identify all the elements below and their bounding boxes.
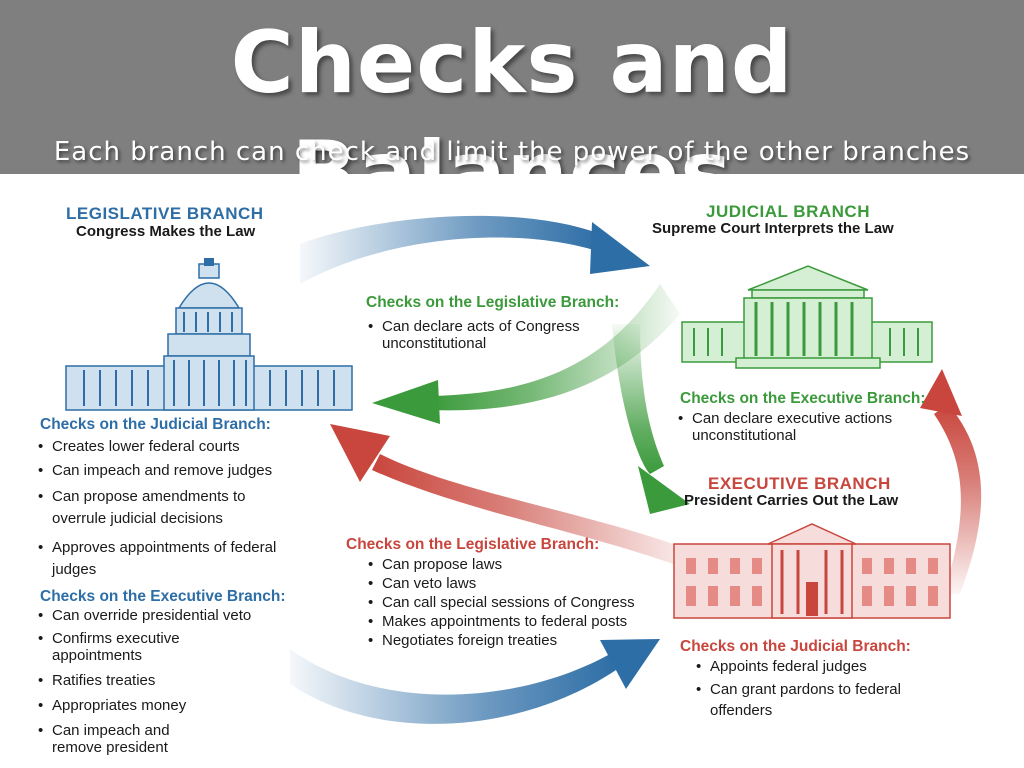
list-item: Ratifies treaties bbox=[38, 672, 251, 689]
page-title: Checks and Balances bbox=[230, 13, 794, 223]
list-item: Can propose amendments to overrule judic… bbox=[38, 486, 292, 530]
arrow-executive-to-judicial bbox=[920, 369, 982, 594]
legislative-checks-on-judicial-heading: Checks on the Judicial Branch: bbox=[40, 416, 271, 433]
legislative-branch-title: LEGISLATIVE BRANCH bbox=[66, 204, 264, 223]
list-item: Appoints federal judges bbox=[696, 658, 950, 675]
page-subtitle: Each branch can check and limit the powe… bbox=[53, 137, 971, 167]
judicial-branch-role: Supreme Court Interprets the Law bbox=[652, 220, 894, 237]
executive-branch-role: President Carries Out the Law bbox=[684, 492, 899, 509]
arrow-executive-to-legislative bbox=[330, 424, 700, 574]
title-banner: Checks and Balances Each branch can chec… bbox=[0, 0, 1024, 223]
list-item: Can override presidential veto bbox=[38, 607, 251, 624]
judicial-checks-on-legislative-list: Can declare acts of Congress unconstitut… bbox=[368, 318, 642, 352]
list-item: Confirms executive appointments bbox=[38, 630, 227, 664]
list-item: Can impeach and remove judges bbox=[38, 462, 292, 479]
judicial-checks-on-executive-list: Can declare executive actions unconstitu… bbox=[678, 410, 952, 444]
list-item: Approves appointments of federal judges bbox=[38, 537, 282, 581]
legislative-checks-on-executive-heading: Checks on the Executive Branch: bbox=[40, 588, 286, 605]
legislative-checks-on-judicial-list: Creates lower federal courts Can impeach… bbox=[38, 438, 292, 581]
capitol-building-icon bbox=[65, 258, 353, 411]
list-item: Can declare executive actions unconstitu… bbox=[678, 410, 952, 444]
arrows-layer bbox=[290, 215, 982, 724]
executive-branch-title: EXECUTIVE BRANCH bbox=[708, 474, 891, 493]
list-item: Can impeach and remove president bbox=[38, 722, 212, 756]
judicial-branch-title: JUDICIAL BRANCH bbox=[706, 202, 870, 221]
executive-checks-on-legislative-heading: Checks on the Legislative Branch: bbox=[346, 536, 600, 553]
list-item: Appropriates money bbox=[38, 697, 251, 714]
legislative-checks-on-executive-list: Can override presidential veto Confirms … bbox=[38, 607, 251, 756]
checks-and-balances-diagram: LEGISLATIVE BRANCH Congress Makes the La… bbox=[0, 174, 1024, 768]
list-item: Negotiates foreign treaties bbox=[368, 632, 635, 649]
arrow-legislative-to-executive bbox=[290, 639, 660, 724]
white-house-icon bbox=[673, 523, 951, 619]
list-item: Can call special sessions of Congress bbox=[368, 594, 635, 611]
judicial-checks-on-executive-heading: Checks on the Executive Branch: bbox=[680, 390, 926, 407]
list-item: Can grant pardons to federal offenders bbox=[696, 679, 950, 721]
supreme-court-building-icon bbox=[681, 265, 933, 369]
executive-checks-on-legislative-list: Can propose laws Can veto laws Can call … bbox=[368, 556, 635, 649]
list-item: Can veto laws bbox=[368, 575, 635, 592]
list-item: Makes appointments to federal posts bbox=[368, 613, 635, 630]
arrow-legislative-to-judicial bbox=[300, 215, 650, 284]
list-item: Can declare acts of Congress unconstitut… bbox=[368, 318, 642, 352]
list-item: Can propose laws bbox=[368, 556, 635, 573]
arrow-judicial-to-executive bbox=[612, 324, 690, 514]
executive-checks-on-judicial-list: Appoints federal judges Can grant pardon… bbox=[696, 658, 950, 721]
judicial-checks-on-legislative-heading: Checks on the Legislative Branch: bbox=[366, 294, 620, 311]
executive-checks-on-judicial-heading: Checks on the Judicial Branch: bbox=[680, 638, 911, 655]
list-item: Creates lower federal courts bbox=[38, 438, 292, 455]
legislative-branch-role: Congress Makes the Law bbox=[76, 223, 256, 240]
